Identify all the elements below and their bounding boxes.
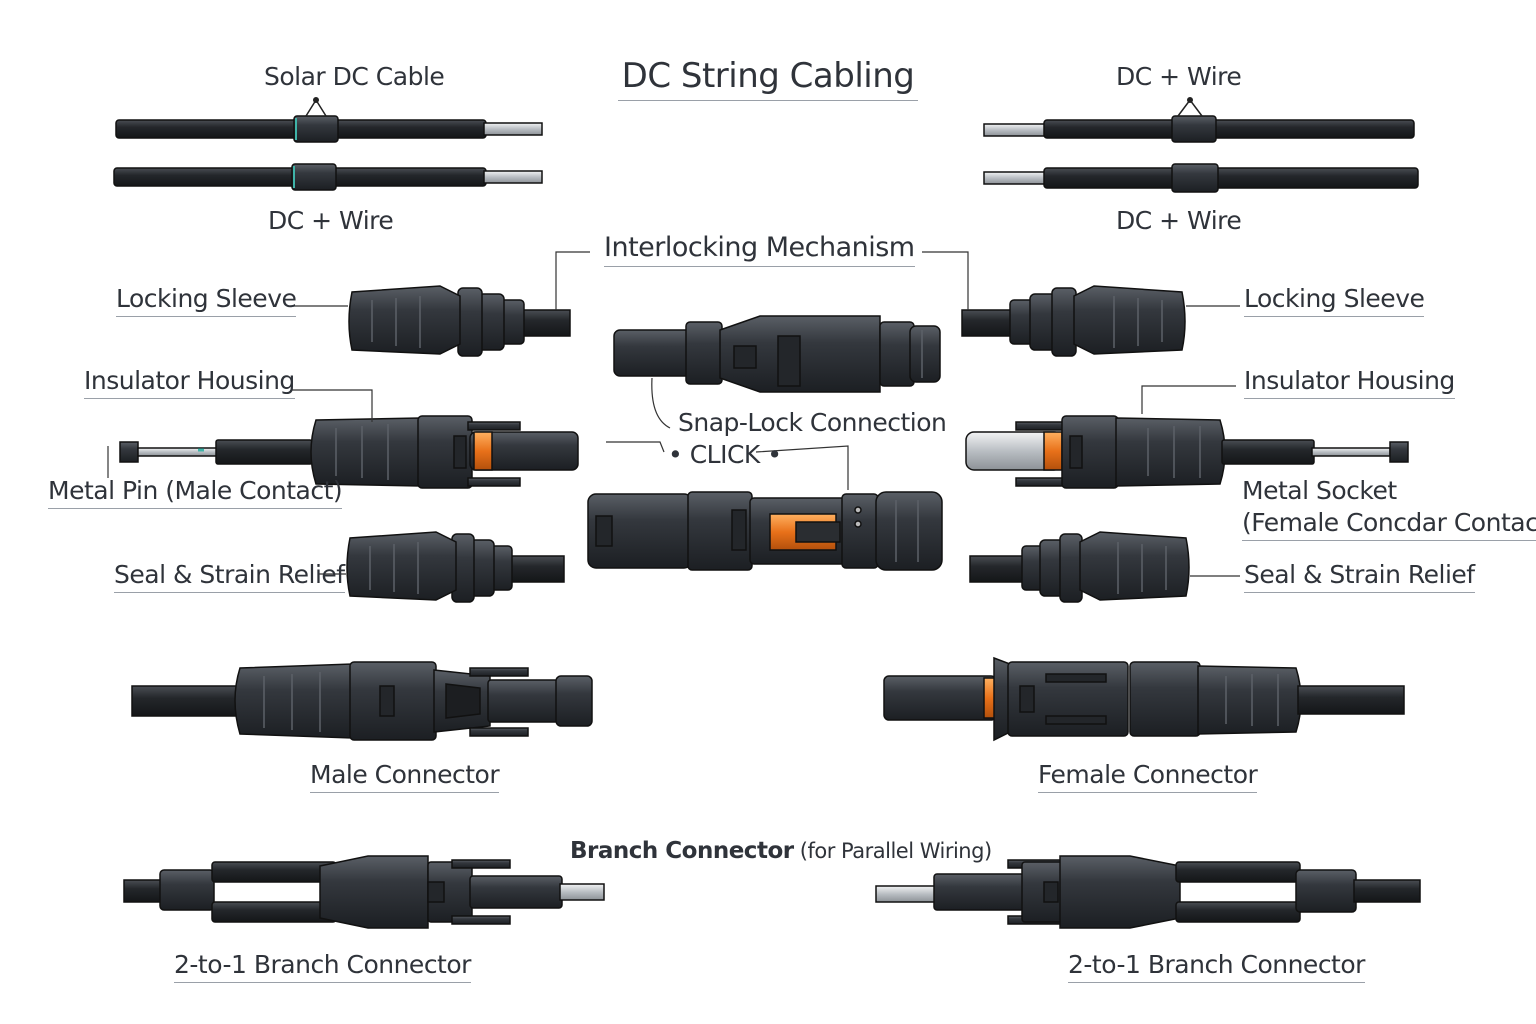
label-metal-socket: Metal Socket: [1242, 476, 1397, 505]
male-connector-full: [131, 661, 593, 741]
label-click: • CLICK •: [668, 440, 782, 469]
label-snap-lock-connection: Snap-Lock Connection: [678, 408, 947, 437]
locking-sleeve-left: [348, 285, 571, 357]
branch-connector-right: [875, 855, 1421, 929]
label-seal-strain-relief-right: Seal & Strain Relief: [1244, 560, 1475, 593]
locking-sleeve-right: [961, 285, 1186, 357]
seal-strain-relief-left: [346, 531, 565, 603]
label-dc-wire-bottom-right: DC + Wire: [1116, 206, 1242, 235]
dc-cable-top-right-2: [983, 163, 1419, 193]
click-text: CLICK: [689, 440, 761, 469]
label-branch-right: 2-to-1 Branch Connector: [1068, 950, 1365, 983]
label-solar-dc-cable: Solar DC Cable: [264, 62, 445, 91]
label-metal-pin: Metal Pin (Male Contact): [48, 476, 343, 509]
branch-connector-bold: Branch Connector: [570, 838, 794, 864]
seal-strain-relief-right: [969, 531, 1190, 603]
snap-lock-assembly: [587, 491, 943, 571]
female-insulator-right: [965, 415, 1409, 489]
label-dc-wire-top-right: DC + Wire: [1116, 62, 1242, 91]
branch-connector-note: (for Parallel Wiring): [793, 839, 992, 863]
label-insulator-housing-right: Insulator Housing: [1244, 366, 1455, 399]
page-title: DC String Cabling: [0, 56, 1536, 101]
label-locking-sleeve-left: Locking Sleeve: [116, 284, 297, 317]
female-connector-full: [883, 656, 1405, 742]
dc-cable-top-right-1: [983, 115, 1415, 143]
male-insulator-left: [119, 415, 579, 489]
branch-connector-left: [123, 855, 605, 929]
dc-cable-top-left-2: [113, 163, 543, 191]
label-branch-left: 2-to-1 Branch Connector: [174, 950, 471, 983]
label-seal-strain-relief-left: Seal & Strain Relief: [114, 560, 345, 593]
label-dc-wire-bottom-left: DC + Wire: [268, 206, 394, 235]
label-locking-sleeve-right: Locking Sleeve: [1244, 284, 1425, 317]
label-branch-connector: Branch Connector (for Parallel Wiring): [570, 838, 992, 864]
dc-cable-top-left-1: [115, 115, 543, 143]
label-metal-socket-detail: (Female Concdar Contact): [1242, 508, 1536, 541]
label-interlocking-mechanism: Interlocking Mechanism: [604, 232, 915, 267]
label-female-connector: Female Connector: [1038, 760, 1258, 793]
interlocking-mechanism-assembly: [613, 315, 941, 393]
label-insulator-housing-left: Insulator Housing: [84, 366, 295, 399]
label-male-connector: Male Connector: [310, 760, 500, 793]
